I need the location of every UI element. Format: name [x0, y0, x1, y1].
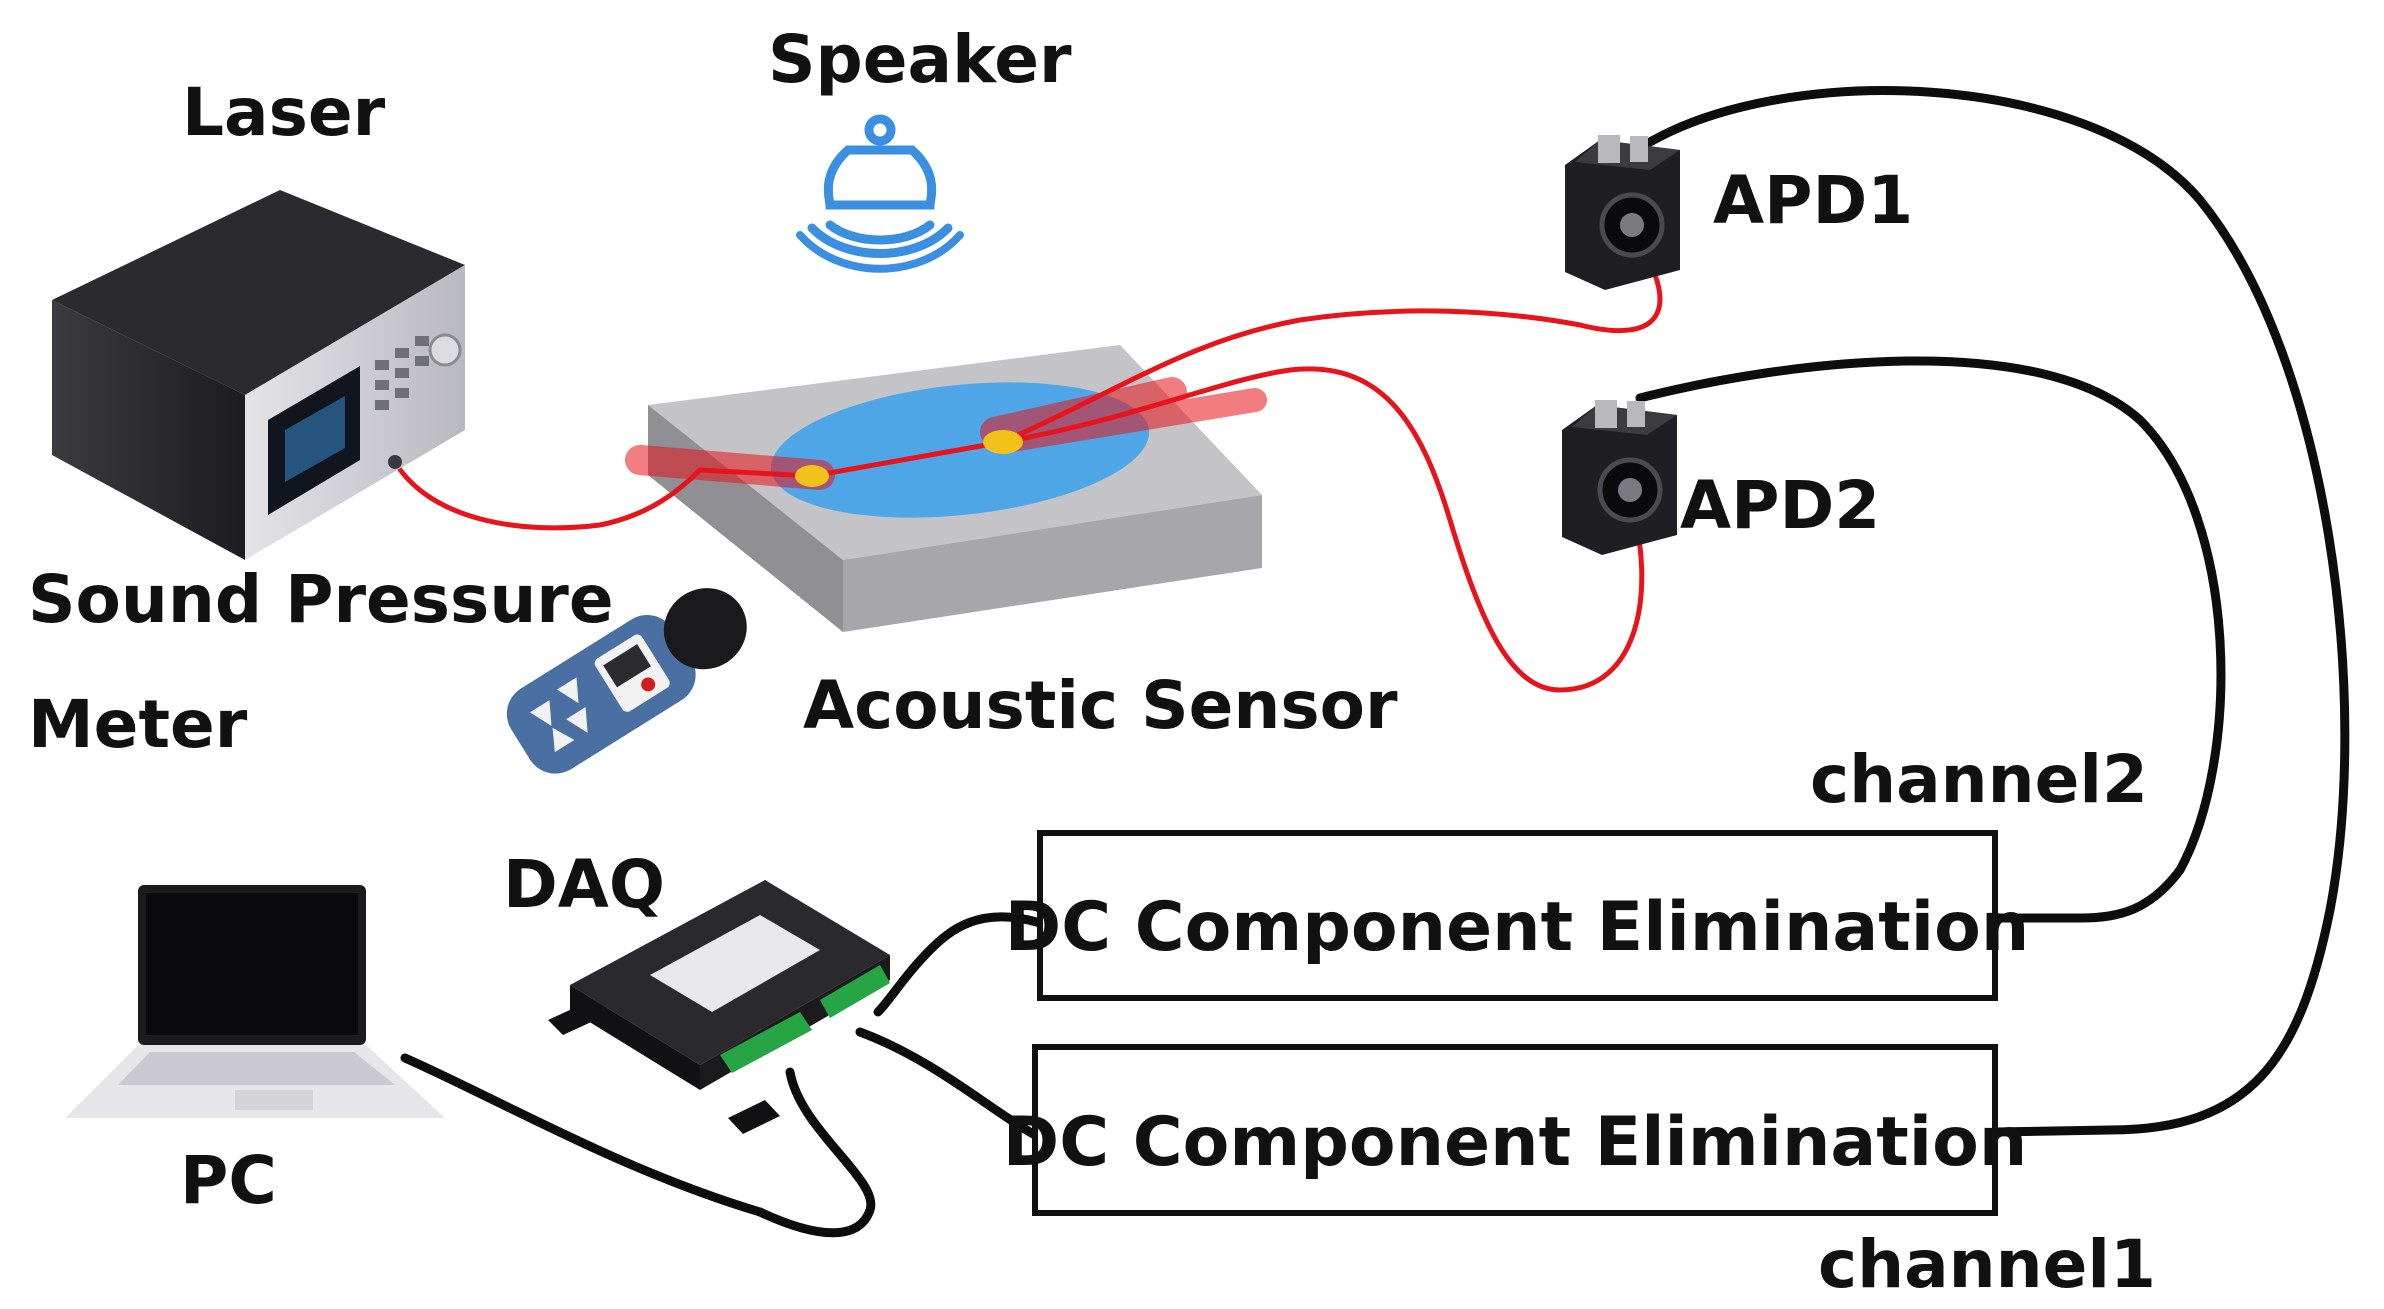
label-apd1: APD1	[1713, 162, 1913, 239]
daq-front	[570, 985, 700, 1090]
speaker-icon	[796, 114, 964, 273]
laptop-pc	[65, 885, 445, 1118]
cable-pc-to-daq	[400, 1053, 765, 1217]
laser-keypad	[375, 336, 429, 410]
cable-daq-loop	[755, 1067, 876, 1238]
laser-display-glow	[285, 396, 345, 482]
laptop-screen	[146, 893, 358, 1035]
fiber-sensor-arm	[809, 439, 1006, 479]
label-channel1: channel1	[1818, 1226, 2156, 1303]
dc-elimination-bottom: DC Component Elimination	[1003, 1044, 2027, 1216]
daq-terminals-left	[720, 1012, 812, 1073]
fiber-coupler-left	[795, 465, 829, 487]
label-daq: DAQ	[503, 846, 665, 923]
label-sound-pressure: Sound Pressure	[28, 561, 614, 638]
laser-side	[52, 300, 245, 560]
daq-label-plate	[650, 915, 820, 1012]
daq-device	[548, 880, 890, 1134]
label-apd2: APD2	[1680, 467, 1880, 544]
label-meter: Meter	[28, 686, 248, 763]
fiber-sensor-to-apd2	[1000, 366, 1645, 693]
cable-dc-top-to-daq	[873, 912, 1045, 1017]
label-pc: PC	[180, 1142, 277, 1219]
daq-mount-left	[548, 1003, 600, 1035]
laser-fiber-port	[388, 455, 402, 469]
fiber-laser-to-sensor	[392, 459, 815, 531]
dc-elimination-top: DC Component Elimination	[1005, 830, 2029, 1001]
dc-elimination-top-box	[1037, 830, 1998, 1001]
optical-fibers	[392, 242, 1663, 693]
cable-apd1-to-channel1	[1635, 86, 2350, 1137]
laptop-keys	[118, 1052, 395, 1085]
laptop-touchpad	[235, 1090, 313, 1110]
cable-apd2-to-channel2	[1635, 356, 2226, 923]
labels: Speaker Laser APD1 APD2 Sound Pressure M…	[28, 21, 2156, 1303]
apd2-device	[1562, 400, 1677, 555]
dc-elimination-top-label: DC Component Elimination	[1005, 888, 2029, 967]
sensor-right-face	[843, 495, 1262, 632]
daq-terminals-right	[820, 965, 890, 1018]
label-speaker: Speaker	[768, 21, 1072, 98]
label-acoustic-sensor: Acoustic Sensor	[803, 667, 1398, 744]
label-laser: Laser	[182, 74, 386, 151]
dc-elimination-bottom-label: DC Component Elimination	[1003, 1103, 2027, 1182]
fiber-coupler-right	[983, 430, 1023, 454]
fiber-sensor-to-apd1	[1000, 242, 1663, 445]
label-channel2: channel2	[1810, 741, 2148, 818]
laser-device	[52, 190, 465, 560]
laser-top	[52, 190, 465, 395]
daq-mount-bottom	[728, 1100, 780, 1134]
laser-knob	[428, 333, 462, 367]
cable-dc-bottom-to-daq	[855, 1027, 1040, 1140]
sound-pressure-meter	[506, 588, 747, 774]
signal-cables	[400, 86, 2350, 1238]
apd1-device	[1565, 135, 1680, 290]
dc-elimination-bottom-box	[1032, 1044, 1998, 1216]
